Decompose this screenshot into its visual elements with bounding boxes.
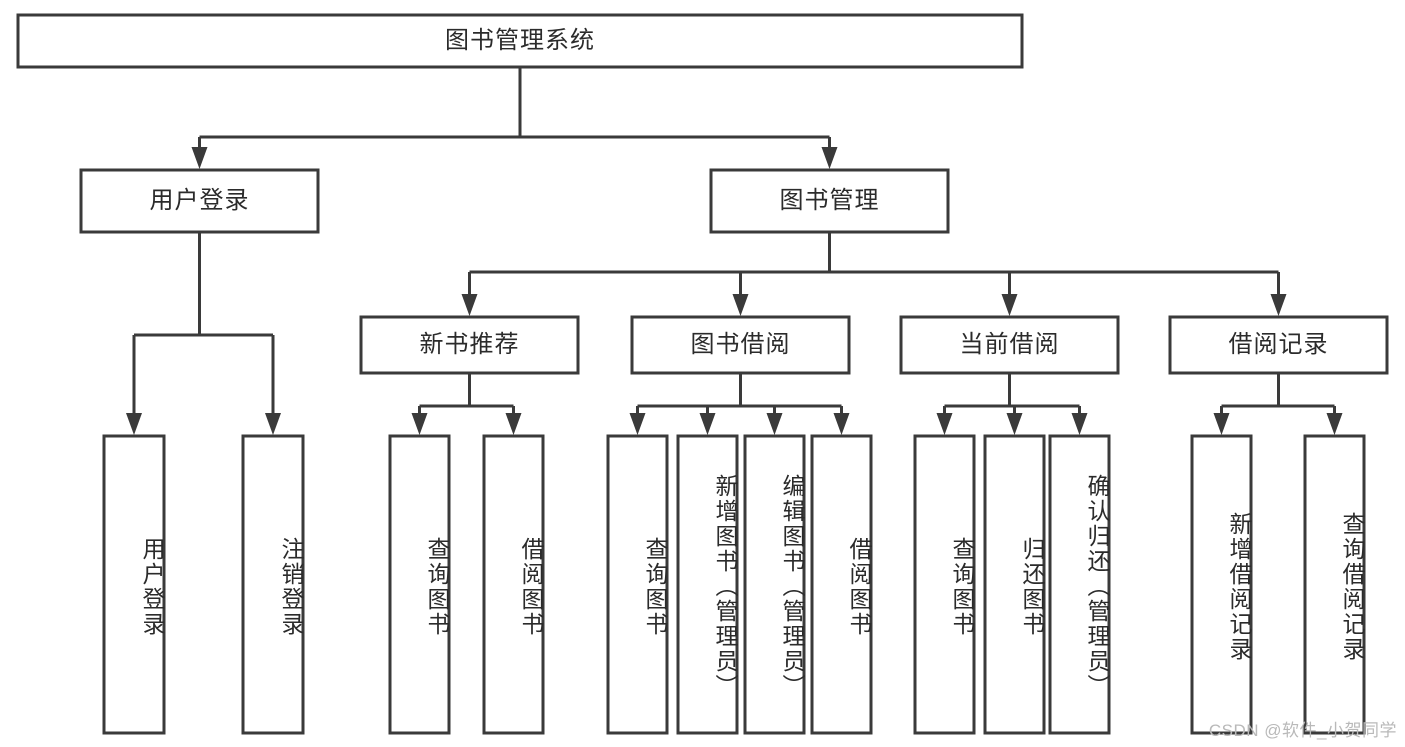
- arrow-head-icon: [629, 413, 646, 435]
- arrow-head-icon: [191, 147, 208, 169]
- arrow-head-icon: [732, 294, 749, 316]
- arrow-head-icon: [833, 413, 850, 435]
- node-box-level2-1: [709, 168, 950, 234]
- node-box-level3-3: [1168, 315, 1389, 375]
- arrow-head-icon: [1326, 413, 1343, 435]
- node-box-leaf-12: [1303, 434, 1366, 735]
- node-box-leaf-9: [983, 434, 1046, 735]
- arrow-head-icon: [461, 294, 478, 316]
- node-box-leaf-3: [482, 434, 545, 735]
- arrow-head-icon: [766, 413, 783, 435]
- node-box-leaf-11: [1190, 434, 1253, 735]
- node-box-leaf-10: [1048, 434, 1111, 735]
- node-box-leaf-8: [913, 434, 976, 735]
- node-box-level3-0: [359, 315, 580, 375]
- arrow-head-icon: [265, 413, 281, 435]
- arrow-head-icon: [936, 413, 953, 435]
- node-boxes-layer: [16, 13, 1389, 735]
- node-box-level2-0: [79, 168, 320, 234]
- arrow-head-icon: [126, 413, 142, 435]
- node-box-leaf-7: [810, 434, 873, 735]
- node-box-leaf-0: [102, 434, 166, 735]
- arrow-head-icon: [411, 413, 428, 435]
- arrow-head-icon: [1071, 413, 1088, 435]
- node-box-level3-2: [899, 315, 1120, 375]
- arrow-head-icon: [699, 413, 716, 435]
- arrow-head-icon: [1270, 294, 1287, 316]
- node-box-leaf-2: [388, 434, 451, 735]
- node-box-root-0: [16, 13, 1024, 69]
- node-box-leaf-1: [241, 434, 305, 735]
- arrow-head-icon: [1213, 413, 1230, 435]
- node-box-leaf-5: [676, 434, 739, 735]
- node-box-level3-1: [630, 315, 851, 375]
- arrow-head-icon: [1006, 413, 1023, 435]
- arrow-head-icon: [821, 147, 838, 169]
- connectors-layer: [126, 67, 1343, 435]
- node-box-leaf-6: [743, 434, 806, 735]
- arrow-head-icon: [505, 413, 522, 435]
- watermark: CSDN @软件_小贺同学: [1208, 721, 1397, 740]
- arrow-head-icon: [1001, 294, 1018, 316]
- node-box-leaf-4: [606, 434, 669, 735]
